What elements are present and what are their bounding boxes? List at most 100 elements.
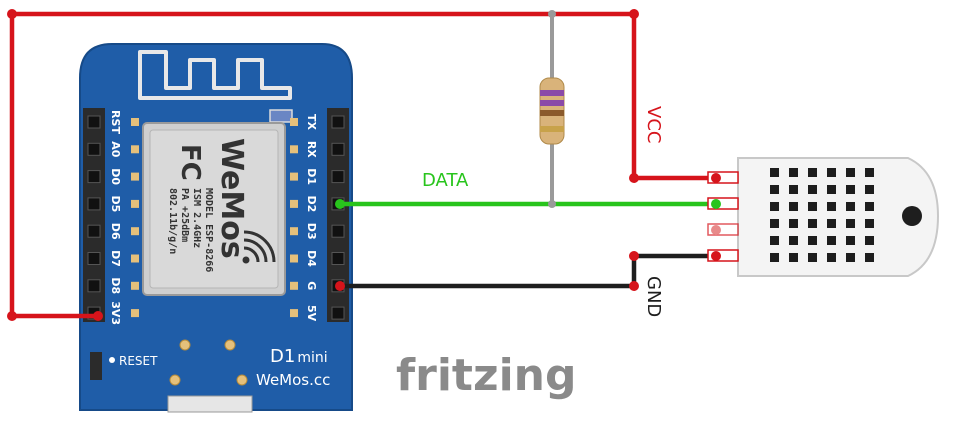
sensor-vent [808,202,817,211]
sensor-vent [770,219,779,228]
sensor-vent [846,185,855,194]
board-brand-url: WeMos.cc [256,371,330,389]
sensor-vent-grid [770,168,874,262]
left-pin-label: D0 [109,168,122,185]
pullup-resistor [539,14,565,204]
sensor-vent [770,185,779,194]
left-pin-label: D8 [109,277,122,294]
right-module-pad [290,145,298,154]
sensor-vent [846,219,855,228]
right-header-pins [331,115,345,320]
left-pin-socket [87,252,101,265]
sensor-pins [707,171,739,262]
smd-component [269,109,293,123]
gnd-wire-label: GND [643,276,664,317]
sensor-body [737,157,940,277]
right-pin-socket [331,224,345,238]
sensor-vent [770,168,779,177]
left-pin-socket [87,224,101,238]
module-pads [131,118,298,318]
left-pin-label: D5 [109,196,122,213]
left-module-pad [131,254,139,263]
sensor-vent [789,185,798,194]
left-pin-label: A0 [109,141,122,158]
sensor-vent [846,253,855,262]
sensor-vent [808,219,817,228]
sensor-vent [865,185,874,194]
vcc-wire-label: VCC [643,106,664,143]
wemos-d1-mini-board: FC WeMos MODEL ESP-8266 ISM 2.4GHz PA +2… [79,43,353,413]
right-module-pad [290,199,298,208]
sensor-vent [865,202,874,211]
sensor-vent [789,236,798,245]
sensor-vent [770,202,779,211]
right-pin-socket [331,306,345,320]
right-module-pad [290,254,298,263]
sensor-vent [789,168,798,177]
wire-joints [7,9,639,321]
fritzing-watermark: fritzing [396,350,576,401]
left-pin-socket [87,142,101,156]
left-pin-label: D6 [109,223,122,240]
resistor-band-4 [540,126,564,132]
left-module-pad [131,172,139,181]
right-pin-label: D4 [305,250,318,267]
right-pin-label: RX [305,141,318,158]
left-pin-label: 3V3 [109,301,122,325]
antenna-trace-icon [138,50,292,100]
right-pin-label: D1 [305,168,318,185]
sensor-vent [808,253,817,262]
right-pin-label: 5V [305,305,318,322]
left-module-pad [131,199,139,208]
resistor-band-1 [540,90,564,96]
model-line: MODEL ESP-8266 [203,188,214,272]
left-module-pad [131,227,139,236]
sensor-vent [808,236,817,245]
sensor-vent [770,253,779,262]
sensor-vent [808,185,817,194]
sensor-vent [827,253,836,262]
left-pin-header [83,108,105,322]
left-module-pad [131,281,139,290]
sensor-vent [789,253,798,262]
resistor-band-3 [540,110,564,116]
sensor-vent [846,168,855,177]
pa-line: PA +25dBm [179,188,190,242]
sensor-vent [827,219,836,228]
right-pin-header [327,108,349,322]
sensor-vent [846,202,855,211]
left-pin-socket [87,170,101,184]
sensor-vent [789,219,798,228]
left-module-pad [131,309,139,318]
vcc-wire [9,11,716,319]
right-pin-label: D2 [305,196,318,213]
reset-button [90,352,102,380]
sensor-vent [846,236,855,245]
wifi-icon [242,230,276,264]
right-module-pad [290,281,298,290]
sensor-mount-hole [902,206,922,226]
left-pin-socket [87,279,101,293]
fcc-logo: FC [175,144,205,181]
gnd-wire [340,253,716,289]
wifi-line: 802.11b/g/n [167,188,178,254]
dht-sensor [707,157,940,277]
right-pin-label: TX [305,114,318,131]
right-pin-label: D3 [305,223,318,240]
right-pin-socket [331,170,345,184]
sensor-vent [827,202,836,211]
ism-line: ISM 2.4GHz [191,188,202,248]
sensor-vent [789,202,798,211]
right-module-pad [290,227,298,236]
sensor-vent [865,219,874,228]
sensor-vent [865,168,874,177]
reset-label: RESET [119,354,158,368]
sensor-vent [865,236,874,245]
data-wire-label: DATA [422,170,469,191]
right-pin-socket [331,115,345,129]
right-module-pad [290,172,298,181]
